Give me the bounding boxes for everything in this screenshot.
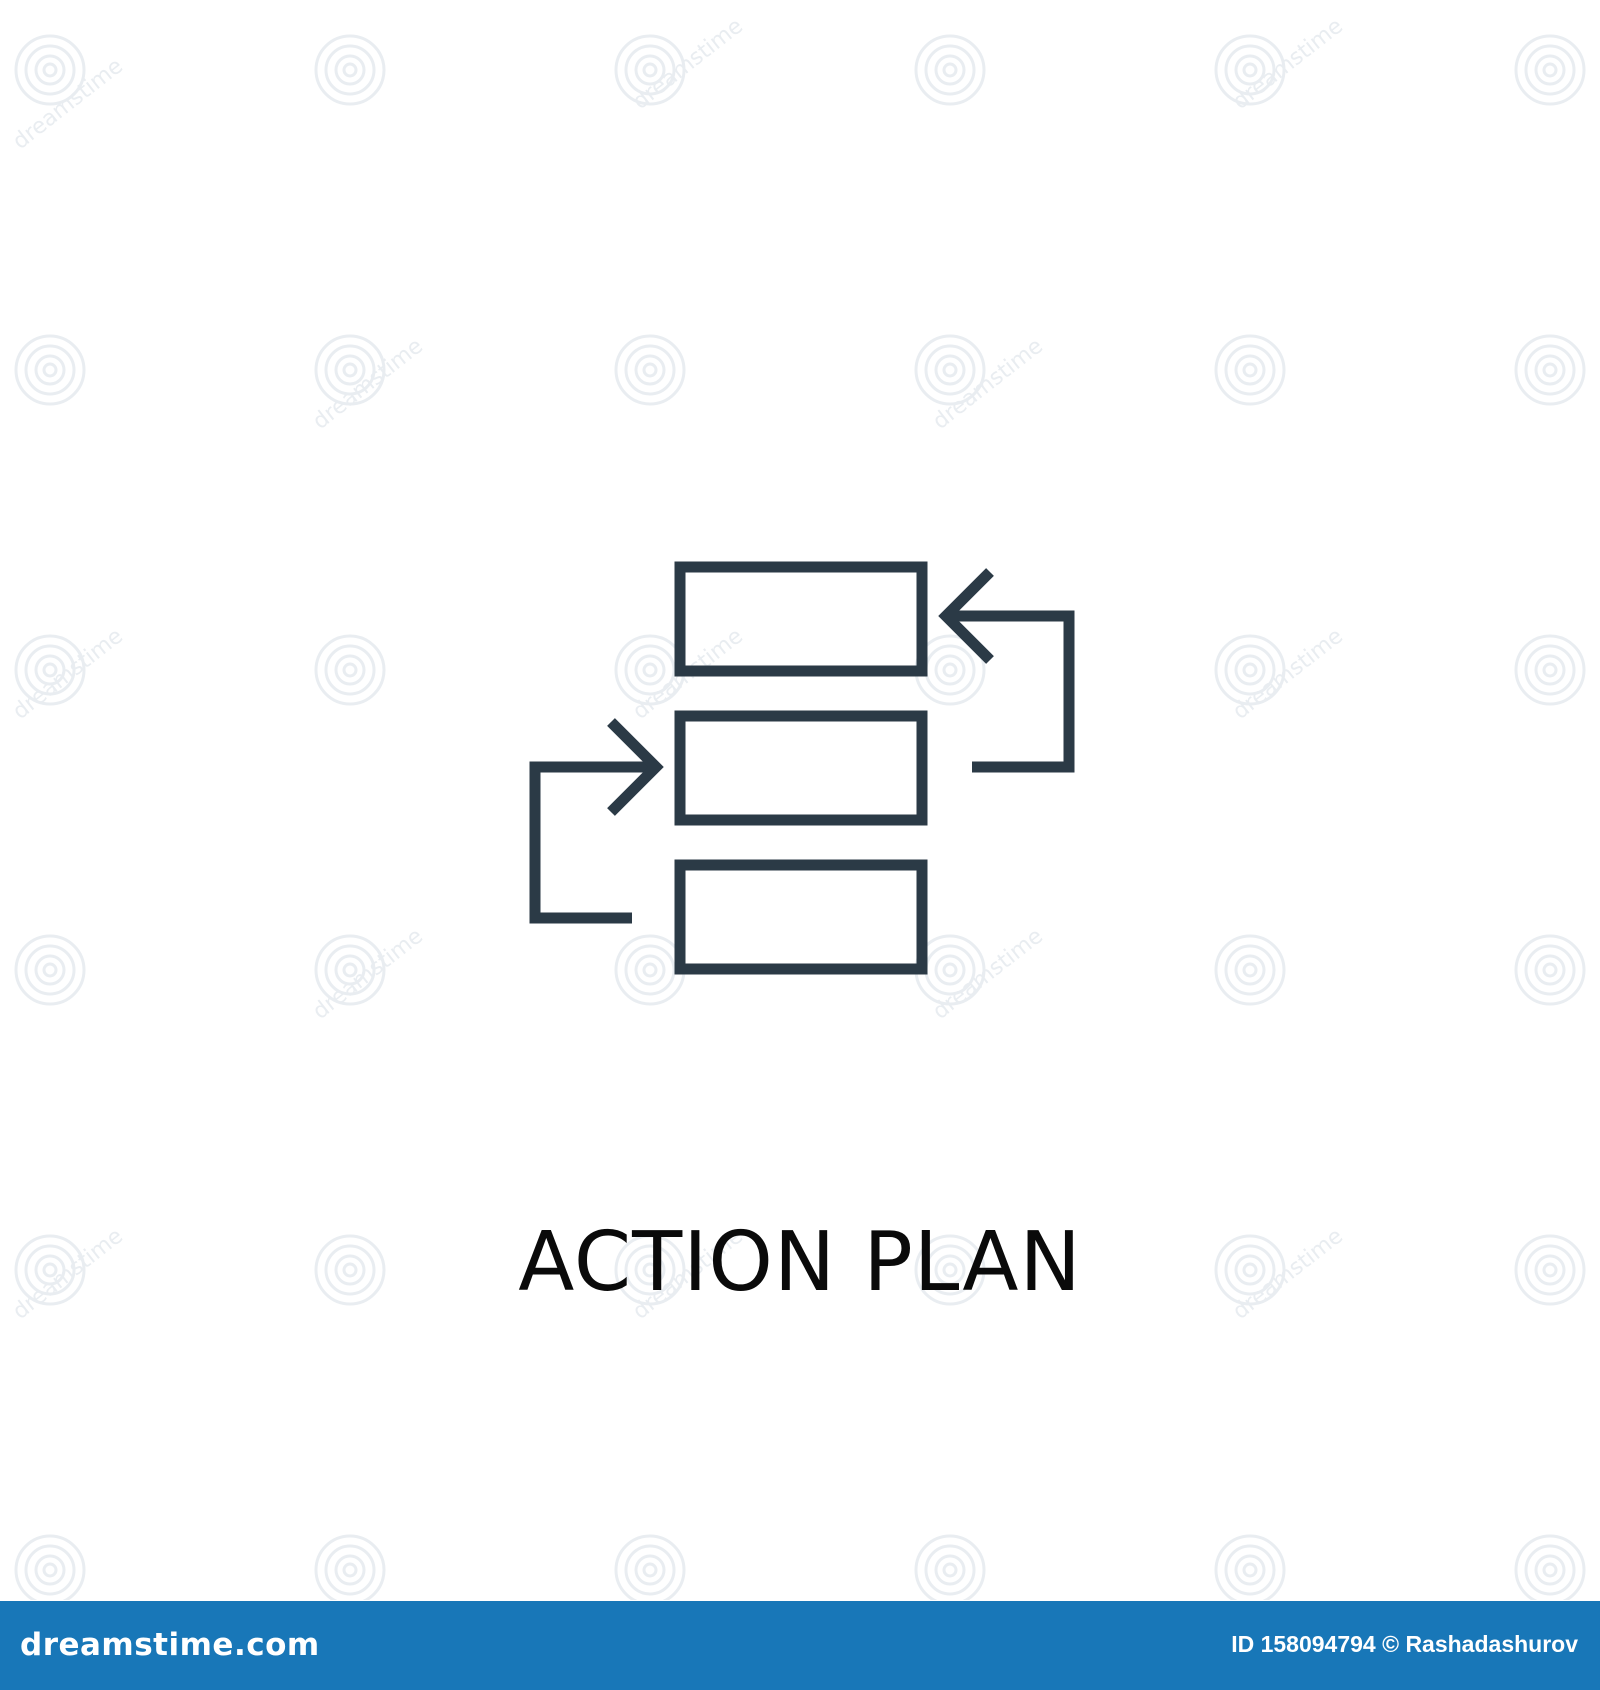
plan-box-middle: [674, 710, 928, 826]
plan-box-bottom: [674, 859, 928, 975]
action-plan-icon: [529, 561, 1075, 975]
plan-box-top: [674, 561, 928, 677]
footer-bar: dreamstime.com ID 158094794 © Rashadashu…: [0, 1601, 1600, 1690]
left-loop-arrowhead-icon: [607, 718, 664, 816]
left-loop-arrow-line: [529, 761, 656, 924]
icon-caption: ACTION PLAN: [518, 1215, 1082, 1310]
right-loop-arrow-line: [946, 610, 1075, 773]
right-loop-arrowhead-icon: [938, 568, 994, 664]
footer-brand[interactable]: dreamstime.com: [20, 1627, 320, 1663]
footer-credit: ID 158094794 © Rashadashurov: [1231, 1631, 1578, 1657]
